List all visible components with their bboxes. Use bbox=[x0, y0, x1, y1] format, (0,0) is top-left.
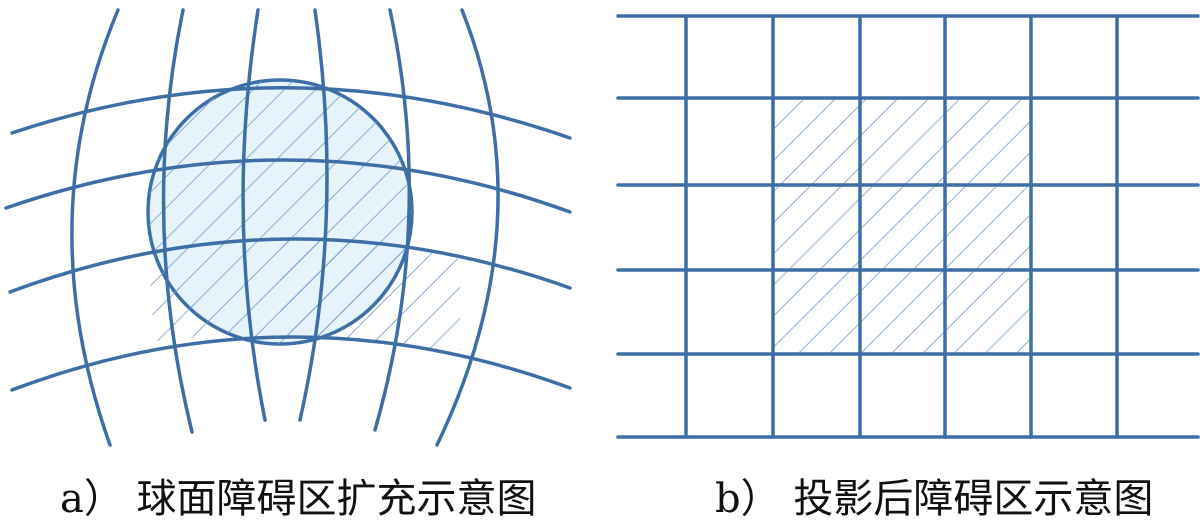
panel-a-spherical-grid bbox=[4, 8, 572, 447]
grid-horizontal-lines bbox=[616, 14, 1200, 439]
v-curve-5 bbox=[373, 8, 412, 432]
v-curve-1 bbox=[70, 8, 120, 447]
v-curve-4 bbox=[298, 8, 329, 422]
expanded-region-hatch-group bbox=[280, 237, 460, 350]
v-curve-6 bbox=[435, 8, 500, 447]
v-curve-2 bbox=[161, 8, 194, 434]
caption-a: a） 球面障碍区扩充示意图 bbox=[60, 476, 537, 522]
expanded-region-hatch bbox=[280, 237, 460, 350]
h-curve-4 bbox=[10, 335, 572, 392]
curved-vertical-lines bbox=[70, 8, 500, 447]
v-curve-3 bbox=[241, 8, 267, 422]
caption-b: b） 投影后障碍区示意图 bbox=[715, 476, 1154, 522]
panel-b-projected-grid bbox=[616, 14, 1200, 439]
grid-vertical-lines bbox=[684, 14, 1119, 439]
h-curve-2 bbox=[4, 158, 572, 214]
projected-obstacle-hatch bbox=[773, 98, 1031, 354]
